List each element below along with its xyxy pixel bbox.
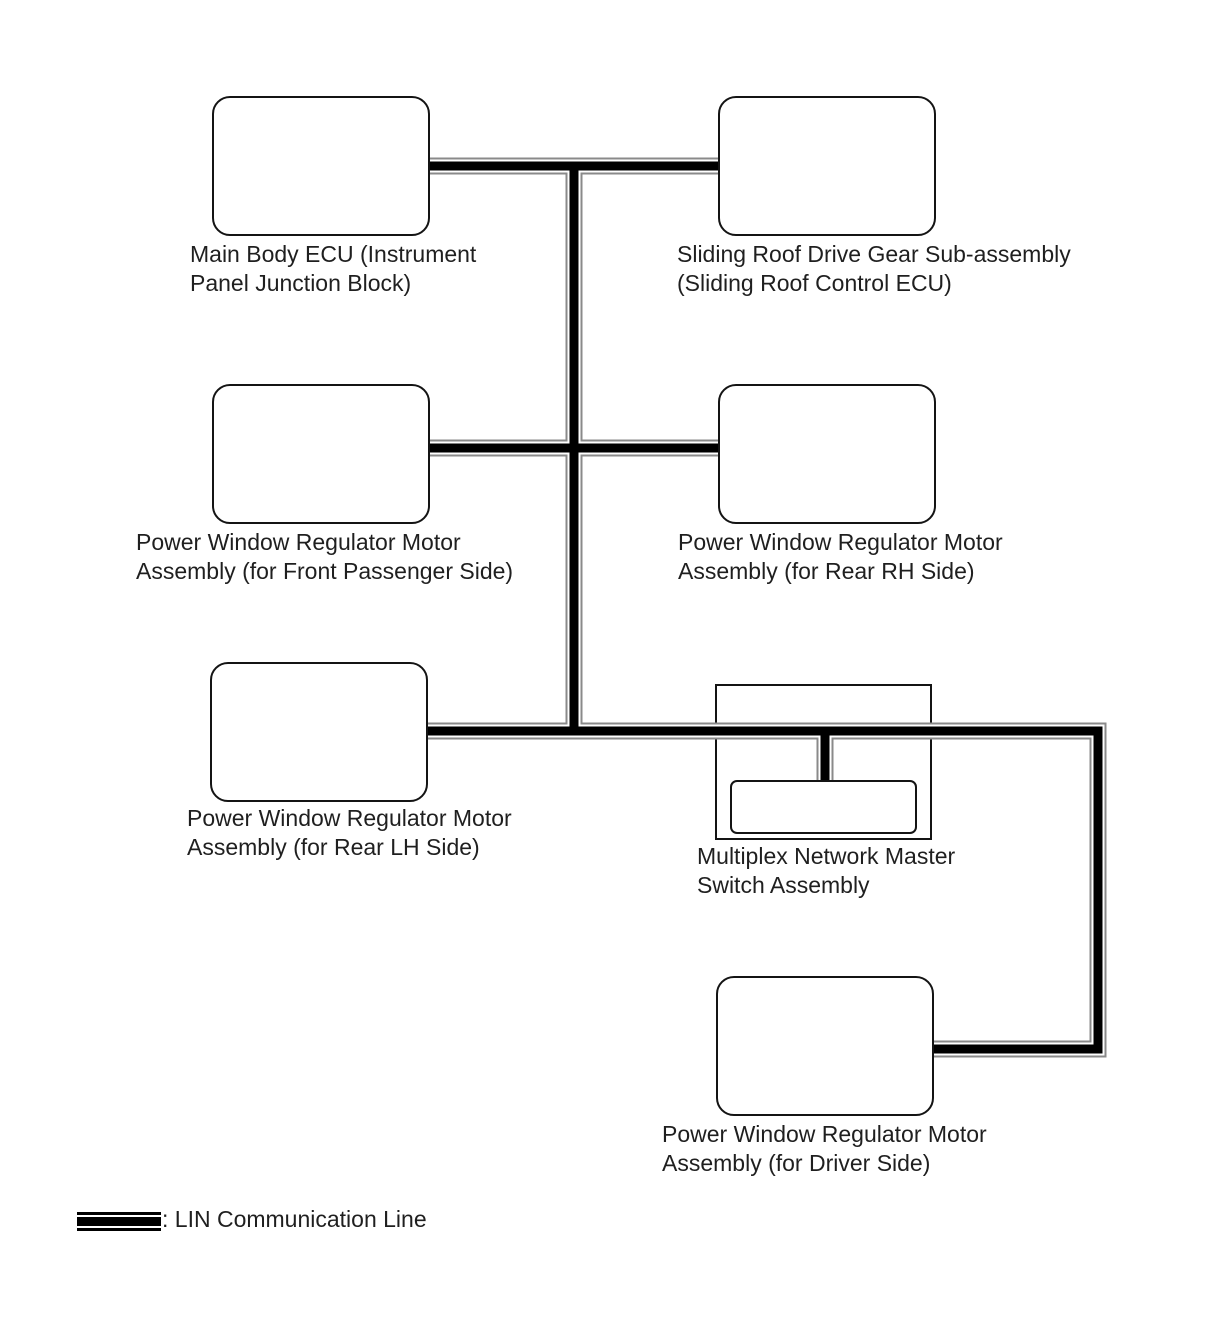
node-box-pw-motor-front-passenger	[212, 384, 430, 524]
node-label-pw-motor-rear-rh: Power Window Regulator Motor Assembly (f…	[678, 528, 1003, 586]
node-label-pw-motor-driver: Power Window Regulator Motor Assembly (f…	[662, 1120, 987, 1178]
legend-label: : LIN Communication Line	[162, 1206, 427, 1232]
node-box-main-body-ecu	[212, 96, 430, 236]
label-line: Power Window Regulator Motor	[678, 529, 1003, 555]
line-gap-layer	[426, 166, 1098, 1049]
line-core-layer	[426, 166, 1098, 1049]
lin-line-sample-icon	[77, 1212, 161, 1231]
node-label-multiplex-network-master-switch: Multiplex Network Master Switch Assembly	[697, 842, 955, 900]
node-box-sliding-roof-drive-gear	[718, 96, 936, 236]
node-box-pw-motor-driver	[716, 976, 934, 1116]
label-line: Assembly (for Driver Side)	[662, 1150, 931, 1176]
label-line: Assembly (for Rear RH Side)	[678, 558, 975, 584]
line-edge-layer	[426, 166, 1098, 1049]
node-label-main-body-ecu: Main Body ECU (Instrument Panel Junction…	[190, 240, 476, 298]
node-label-pw-motor-front-passenger: Power Window Regulator Motor Assembly (f…	[136, 528, 513, 586]
label-line: Sliding Roof Drive Gear Sub-assembly	[677, 241, 1071, 267]
label-line: Assembly (for Rear LH Side)	[187, 834, 480, 860]
label-line: Main Body ECU (Instrument	[190, 241, 477, 267]
label-line: Panel Junction Block)	[190, 270, 412, 296]
node-label-sliding-roof-drive-gear: Sliding Roof Drive Gear Sub-assembly (Sl…	[677, 240, 1071, 298]
label-line: Power Window Regulator Motor	[136, 529, 461, 555]
label-line: Switch Assembly	[697, 872, 870, 898]
label-line: Assembly (for Front Passenger Side)	[136, 558, 514, 584]
node-label-pw-motor-rear-lh: Power Window Regulator Motor Assembly (f…	[187, 804, 512, 862]
multiplex-inner-box	[730, 780, 917, 834]
node-box-pw-motor-rear-lh	[210, 662, 428, 802]
label-line: Power Window Regulator Motor	[187, 805, 512, 831]
node-box-pw-motor-rear-rh	[718, 384, 936, 524]
label-line: (Sliding Roof Control ECU)	[677, 270, 952, 296]
label-line: Multiplex Network Master	[697, 843, 956, 869]
label-line: Power Window Regulator Motor	[662, 1121, 987, 1147]
